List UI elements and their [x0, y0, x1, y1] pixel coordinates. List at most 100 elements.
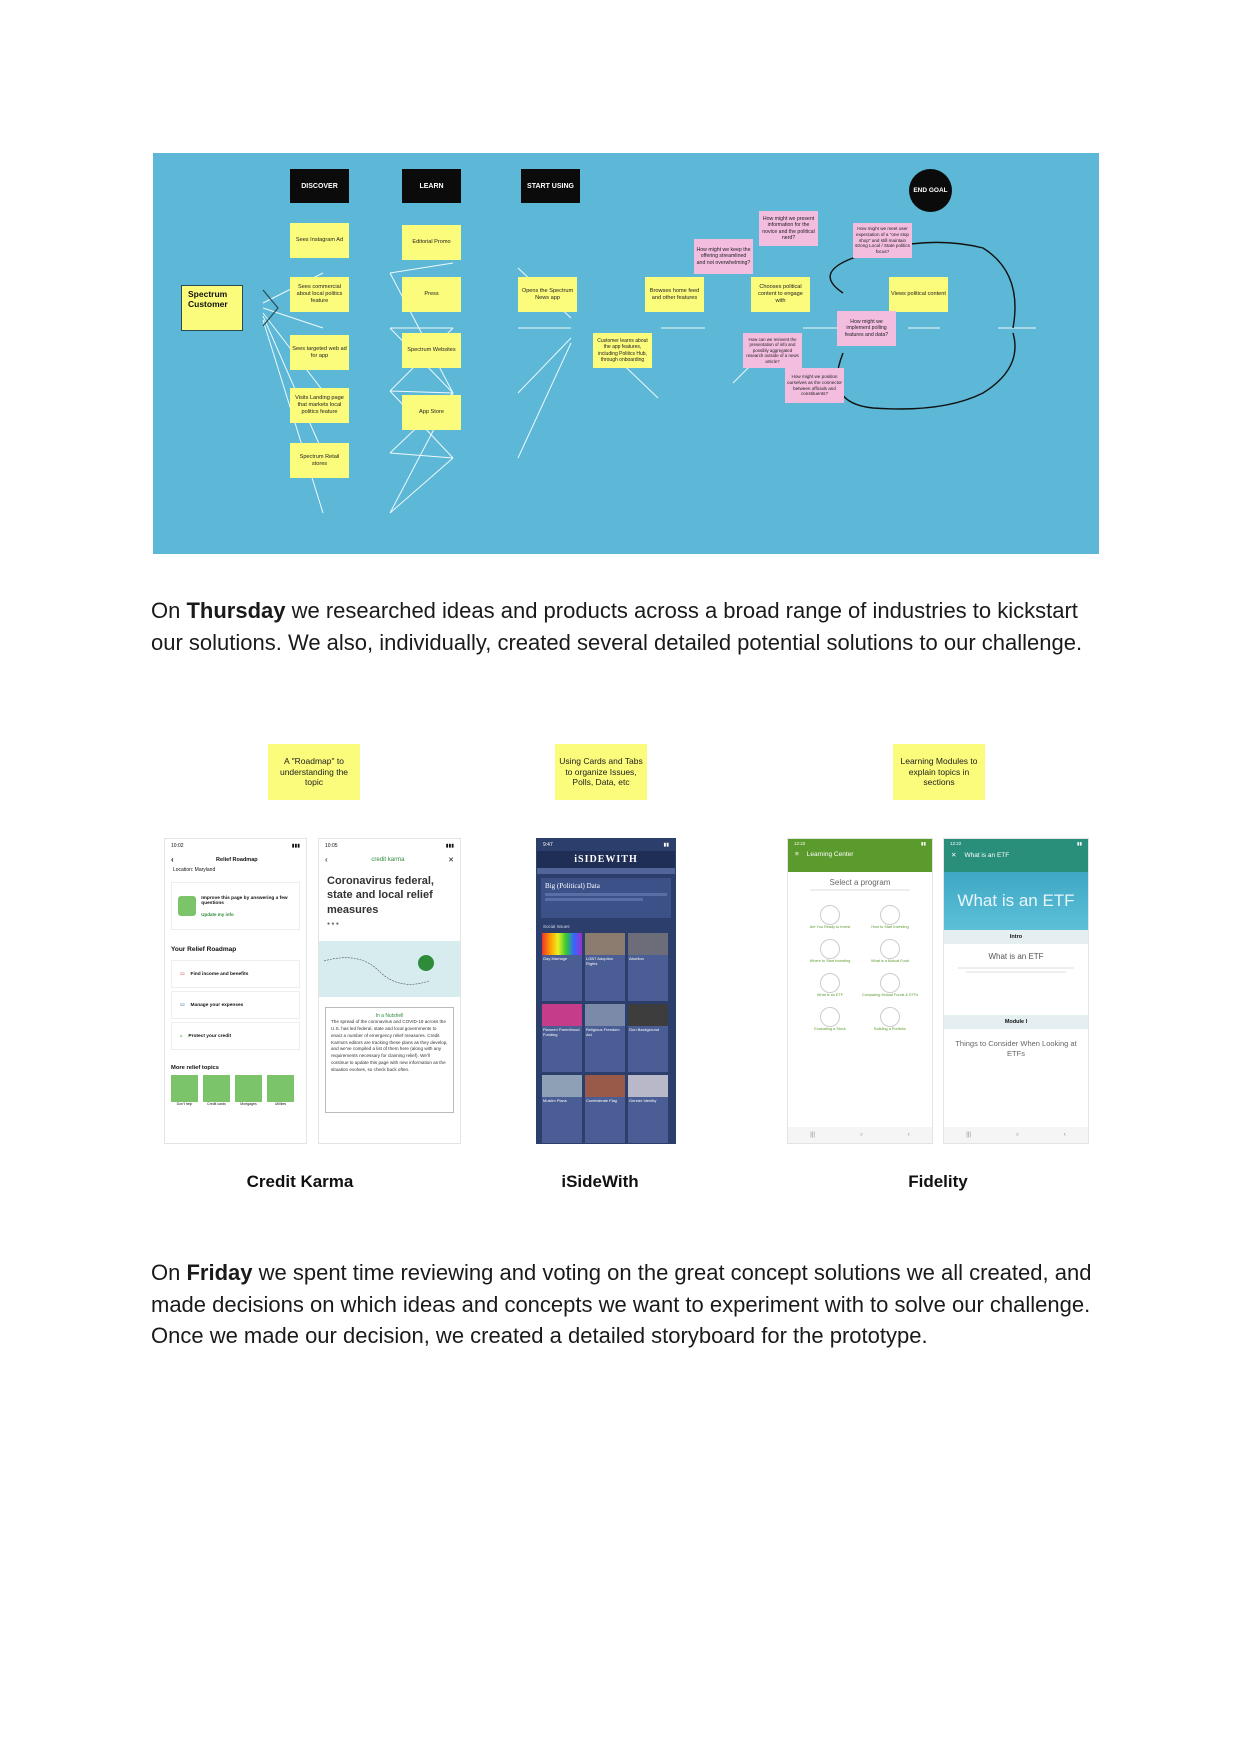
- roadmap-item[interactable]: ▵Protect your credit: [171, 1022, 300, 1050]
- discover-note: Sees Instagram Ad: [290, 223, 349, 258]
- friday-paragraph: On Friday we spent time reviewing and vo…: [151, 1260, 1092, 1348]
- back-nav-icon[interactable]: ‹: [1063, 1132, 1066, 1138]
- status-time: 10:05: [325, 843, 338, 849]
- roadmap-title: Your Relief Roadmap: [171, 946, 237, 953]
- people-illustration-icon: [178, 896, 197, 916]
- discover-note: Spectrum Retail stores: [290, 443, 349, 478]
- program-item[interactable]: Evaluating a Stock: [800, 1007, 860, 1031]
- issue-card[interactable]: Religious Freedom Act: [585, 1004, 625, 1072]
- fidelity-screen-2: 12:22▮▮ ✕ What is an ETF What is an ETF …: [943, 838, 1089, 1144]
- phase-start-using: START USING: [521, 169, 580, 203]
- issue-card[interactable]: Gender Identity: [628, 1075, 668, 1143]
- module-title: Things to Consider When Looking at ETFs: [955, 1039, 1077, 1058]
- journey-map: DISCOVER LEARN START USING END GOAL Spec…: [153, 153, 1099, 554]
- learn-note: Press: [402, 277, 461, 312]
- discover-note: Sees commercial about local politics fea…: [290, 277, 349, 312]
- caption-credit-karma: Credit Karma: [246, 1172, 354, 1191]
- nav-title: Relief Roadmap: [216, 856, 258, 863]
- program-item[interactable]: Comparing Mutual Funds & ETFs: [860, 973, 920, 997]
- roadmap-note: A "Roadmap" to understanding the topic: [268, 744, 360, 800]
- credit-icon: ▵: [180, 1033, 183, 1039]
- issue-card[interactable]: Planned Parenthood Funding: [542, 1004, 582, 1072]
- more-topics-title: More relief topics: [171, 1065, 219, 1071]
- learn-note: Editorial Promo: [402, 225, 461, 260]
- caption-fidelity: Fidelity: [908, 1172, 968, 1191]
- location-text: Location: Maryland: [173, 867, 216, 873]
- back-nav-icon[interactable]: ‹: [907, 1132, 910, 1138]
- program-item[interactable]: What is a Mutual Fund: [860, 939, 920, 963]
- issue-card[interactable]: Gun Background: [628, 1004, 668, 1072]
- recents-icon[interactable]: |||: [966, 1132, 971, 1138]
- recents-icon[interactable]: |||: [810, 1132, 815, 1138]
- program-item[interactable]: How to Start Investing: [860, 905, 920, 929]
- issue-card[interactable]: LGBT Adoption Rights: [585, 933, 625, 1001]
- learning-modules-note: Learning Modules to explain topics in se…: [893, 744, 985, 800]
- isidewith-logo: iSIDEWITH: [537, 851, 675, 868]
- topic-tile[interactable]: Utilities: [267, 1075, 294, 1106]
- intro-title: What is an ETF: [988, 952, 1044, 961]
- opens-app-note: Opens the Spectrum News app: [518, 277, 577, 312]
- nutshell-body: The spread of the coronavirus and COVID-…: [331, 1018, 448, 1073]
- status-time: 9:47: [543, 842, 553, 848]
- close-icon[interactable]: ✕: [448, 856, 454, 864]
- program-item[interactable]: Where to Start Investing: [800, 939, 860, 963]
- improve-text: Improve this page by answering a few que…: [201, 895, 288, 906]
- discover-note: Visits Landing page that markets local p…: [290, 388, 349, 423]
- back-icon[interactable]: ‹: [171, 855, 174, 864]
- status-time: 12:22: [950, 841, 962, 846]
- hmw-note: How might we meet user expectation of a …: [853, 223, 912, 258]
- program-item[interactable]: What is an ETF: [800, 973, 860, 997]
- issue-card[interactable]: Muslim Plans: [542, 1075, 582, 1143]
- program-item[interactable]: Are You Ready to Invest: [800, 905, 860, 929]
- menu-icon[interactable]: ≡: [795, 851, 799, 858]
- hmw-note: How might we keep the offering streamlin…: [694, 239, 753, 274]
- program-item[interactable]: Building a Portfolio: [860, 1007, 920, 1031]
- cards-tabs-note: Using Cards and Tabs to organize Issues,…: [555, 744, 647, 800]
- expenses-icon: ▭: [180, 1002, 185, 1008]
- select-program-title: Select a program: [829, 878, 891, 887]
- status-time: 10:02: [171, 843, 184, 849]
- learn-note: App Store: [402, 395, 461, 430]
- module-label: Module I: [944, 1015, 1088, 1029]
- topic-tile[interactable]: Credit cards: [203, 1075, 230, 1106]
- hmw-note: How might we present information for the…: [759, 211, 818, 246]
- hmw-note: How can we reinvent the presentation of …: [743, 333, 802, 368]
- status-time: 12:22: [794, 841, 806, 846]
- update-info-link[interactable]: Update my info: [201, 911, 234, 917]
- header-title: What is an ETF: [964, 851, 1010, 859]
- browses-note: Browses home feed and other features: [645, 277, 704, 312]
- topic-tile[interactable]: Mortgages: [235, 1075, 262, 1106]
- credit-karma-screen-1: 10:02▮▮▮ ‹ Relief Roadmap Location: Mary…: [164, 838, 307, 1144]
- hero-title: What is an ETF: [944, 872, 1088, 930]
- end-goal: END GOAL: [909, 169, 952, 212]
- learn-note: Spectrum Websites: [402, 333, 461, 368]
- subsection-title: Social Issues: [543, 924, 570, 929]
- hmw-note: How might we position ourselves as the c…: [785, 368, 844, 403]
- back-icon[interactable]: ‹: [325, 855, 328, 864]
- topic-tile[interactable]: Don't help: [171, 1075, 198, 1106]
- discover-note: Sees targeted web ad for app: [290, 335, 349, 370]
- isidewith-screen: 9:47▮▮ iSIDEWITH Big (Political) Data So…: [536, 838, 676, 1144]
- chooses-note: Chooses political content to engage with: [751, 277, 810, 312]
- thursday-paragraph: On Thursday we researched ideas and prod…: [151, 598, 1083, 655]
- phase-discover: DISCOVER: [290, 169, 349, 203]
- views-note: Views political content: [889, 277, 948, 312]
- header-title: Learning Center: [806, 851, 854, 858]
- close-icon[interactable]: ✕: [951, 852, 957, 859]
- nutshell-label: In a Nutshell: [375, 1012, 404, 1019]
- article-title: Coronavirus federal, state and local rel…: [327, 875, 434, 916]
- credit-karma-screen-2: 10:05▮▮▮ ‹ credit karma ✕ Coronavirus fe…: [318, 838, 461, 1144]
- brand-logo: credit karma: [371, 856, 405, 863]
- home-icon[interactable]: ○: [859, 1132, 864, 1138]
- phase-learn: LEARN: [402, 169, 461, 203]
- home-icon[interactable]: ○: [1015, 1132, 1020, 1138]
- hmw-note: How might we implement polling features …: [837, 311, 896, 346]
- roadmap-item[interactable]: ▭Manage your expenses: [171, 991, 300, 1019]
- income-icon: ▭: [180, 971, 185, 977]
- issue-card[interactable]: Abortion: [628, 933, 668, 1001]
- issue-card[interactable]: Confederate Flag: [585, 1075, 625, 1143]
- roadmap-item[interactable]: ▭Find income and benefits: [171, 960, 300, 988]
- customer-note: Spectrum Customer: [181, 285, 243, 331]
- issue-card[interactable]: Gay Marriage: [542, 933, 582, 1001]
- map-illustration: [319, 940, 460, 997]
